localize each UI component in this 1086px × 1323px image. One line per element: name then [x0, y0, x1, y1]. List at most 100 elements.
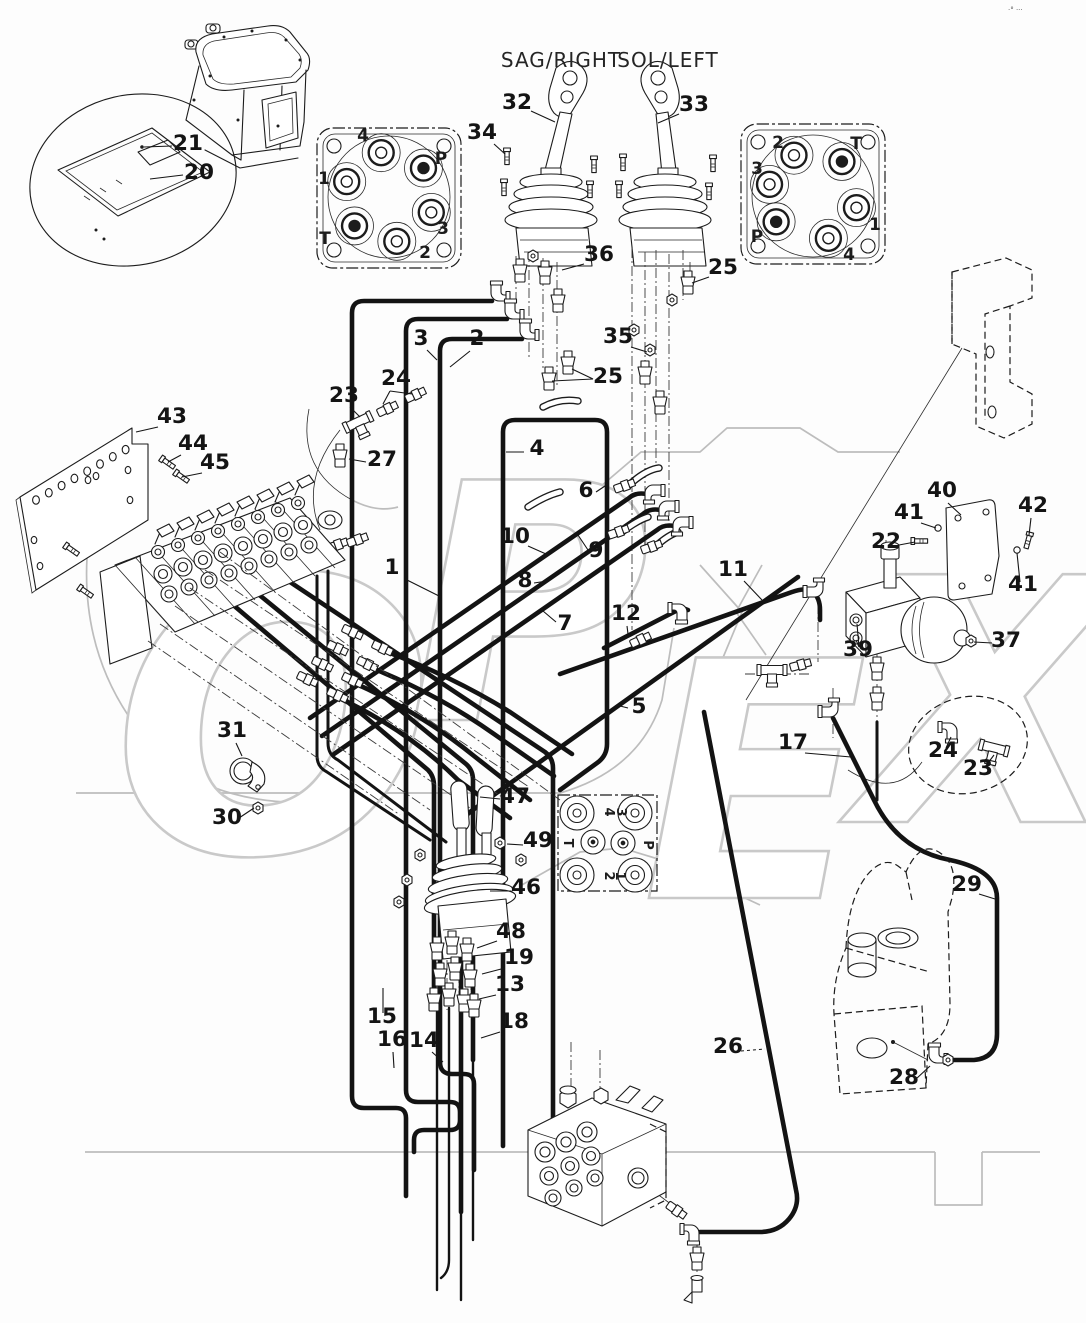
part-number-23: 23	[329, 383, 359, 408]
port-plate-right-labels: 2 T 3 1 P 4	[751, 133, 881, 265]
part-number-32: 32	[502, 90, 532, 115]
bracket-dashed	[951, 257, 1033, 439]
part-number-9: 9	[589, 538, 604, 563]
hose-7	[331, 523, 677, 757]
port-label: P	[640, 840, 655, 850]
part-number-19: 19	[504, 945, 534, 970]
part-number-22: 22	[871, 529, 901, 554]
port-plate-right	[740, 123, 886, 265]
part-number-21: 21	[173, 131, 203, 156]
part-number-41: 41	[1008, 572, 1038, 597]
part-number-17: 17	[778, 730, 808, 755]
part-number-45: 45	[200, 450, 230, 475]
header-sag-right: SAG/RIGHT	[501, 48, 621, 72]
hose-10	[307, 491, 649, 721]
header-sol-left: SOL/LEFT	[617, 48, 718, 72]
part-number-39: 39	[843, 637, 873, 662]
part-number-35: 35	[603, 324, 633, 349]
hose-17-29	[830, 715, 1000, 1063]
valve-bank	[99, 474, 561, 816]
hose-3	[349, 298, 495, 1199]
part-number-18: 18	[499, 1009, 529, 1034]
part-number-5: 5	[632, 694, 647, 719]
part-number-16: 16	[377, 1027, 407, 1052]
part-number-15: 15	[367, 1004, 397, 1029]
part-number-11: 11	[718, 557, 748, 582]
part-number-27: 27	[367, 447, 397, 472]
port-label: 4	[843, 245, 855, 265]
port-label: 4	[357, 126, 369, 146]
port-label: P	[435, 149, 447, 169]
accumulator-assembly	[845, 499, 1035, 664]
part-number-8: 8	[518, 568, 533, 593]
part-number-10: 10	[500, 524, 530, 549]
part-number-26: 26	[713, 1034, 743, 1059]
hose-2	[403, 316, 510, 1155]
part-number-36: 36	[584, 242, 614, 267]
mounting-plate-43	[15, 427, 191, 600]
port-plate-center-labels: 4 3 T P 2 1	[560, 807, 655, 880]
hose-diag-b	[243, 581, 476, 1063]
part-number-49: 49	[523, 828, 553, 853]
port-label: 3	[437, 219, 449, 239]
hose-diag-a	[257, 559, 556, 1153]
headers: SAG/RIGHT SOL/LEFT	[501, 48, 718, 72]
watermark-letter-p: P	[408, 414, 650, 798]
hose-4-6-loop	[500, 417, 610, 1149]
part-number-44: 44	[178, 431, 208, 456]
hose-26	[697, 709, 800, 1235]
port-label: 3	[613, 807, 628, 816]
part-number-47: 47	[500, 784, 530, 809]
fittings	[296, 249, 1028, 1304]
port-label: T	[319, 229, 331, 249]
part-number-31: 31	[217, 718, 247, 743]
port-plate-center	[557, 794, 658, 893]
part-number-46: 46	[511, 875, 541, 900]
part-number-20: 20	[184, 160, 214, 185]
joystick-bottom	[393, 780, 527, 1018]
port-label: 2	[601, 871, 616, 880]
part-number-37: 37	[991, 628, 1021, 653]
port-plate-left-labels: 4 P 1 3 T 2	[318, 126, 449, 263]
part-number-28: 28	[889, 1065, 919, 1090]
joystick-right-sag	[504, 60, 598, 267]
part-number-7: 7	[558, 611, 573, 636]
part-number-12: 12	[611, 601, 641, 626]
part-number-24: 24	[928, 738, 958, 763]
port-label: 1	[612, 871, 627, 880]
part-number-13: 13	[495, 972, 525, 997]
port-plate-left	[316, 127, 462, 269]
cab-assembly	[29, 23, 311, 267]
port-label: P	[751, 227, 763, 247]
bottom-valve-block	[527, 1085, 667, 1227]
part-number-24: 24	[381, 366, 411, 391]
part-number-30: 30	[212, 805, 242, 830]
part-number-40: 40	[927, 478, 957, 503]
part-number-34: 34	[467, 120, 497, 145]
part-number-2: 2	[470, 326, 485, 351]
part-number-25: 25	[593, 364, 623, 389]
part-number-1: 1	[385, 555, 400, 580]
port-label: 2	[772, 133, 784, 153]
port-label: T	[560, 839, 575, 848]
part-number-4: 4	[530, 436, 545, 461]
part-number-23: 23	[963, 756, 993, 781]
part-number-6: 6	[579, 478, 594, 503]
port-label: T	[850, 134, 862, 154]
part-number-3: 3	[414, 326, 429, 351]
part-number-42: 42	[1018, 493, 1048, 518]
port-label: 1	[318, 169, 330, 189]
watermark-letter-e: E	[642, 592, 867, 976]
port-label: 4	[601, 807, 616, 816]
part-number-29: 29	[952, 872, 982, 897]
hydraulic-tank	[833, 848, 955, 1095]
port-label: 2	[419, 243, 431, 263]
joystick-left-sol	[618, 60, 712, 267]
part-number-25: 25	[708, 255, 738, 280]
hoses	[229, 298, 1000, 1302]
hose-diag-c	[229, 601, 437, 1003]
hose-9	[319, 507, 663, 739]
part-number-33: 33	[679, 92, 709, 117]
